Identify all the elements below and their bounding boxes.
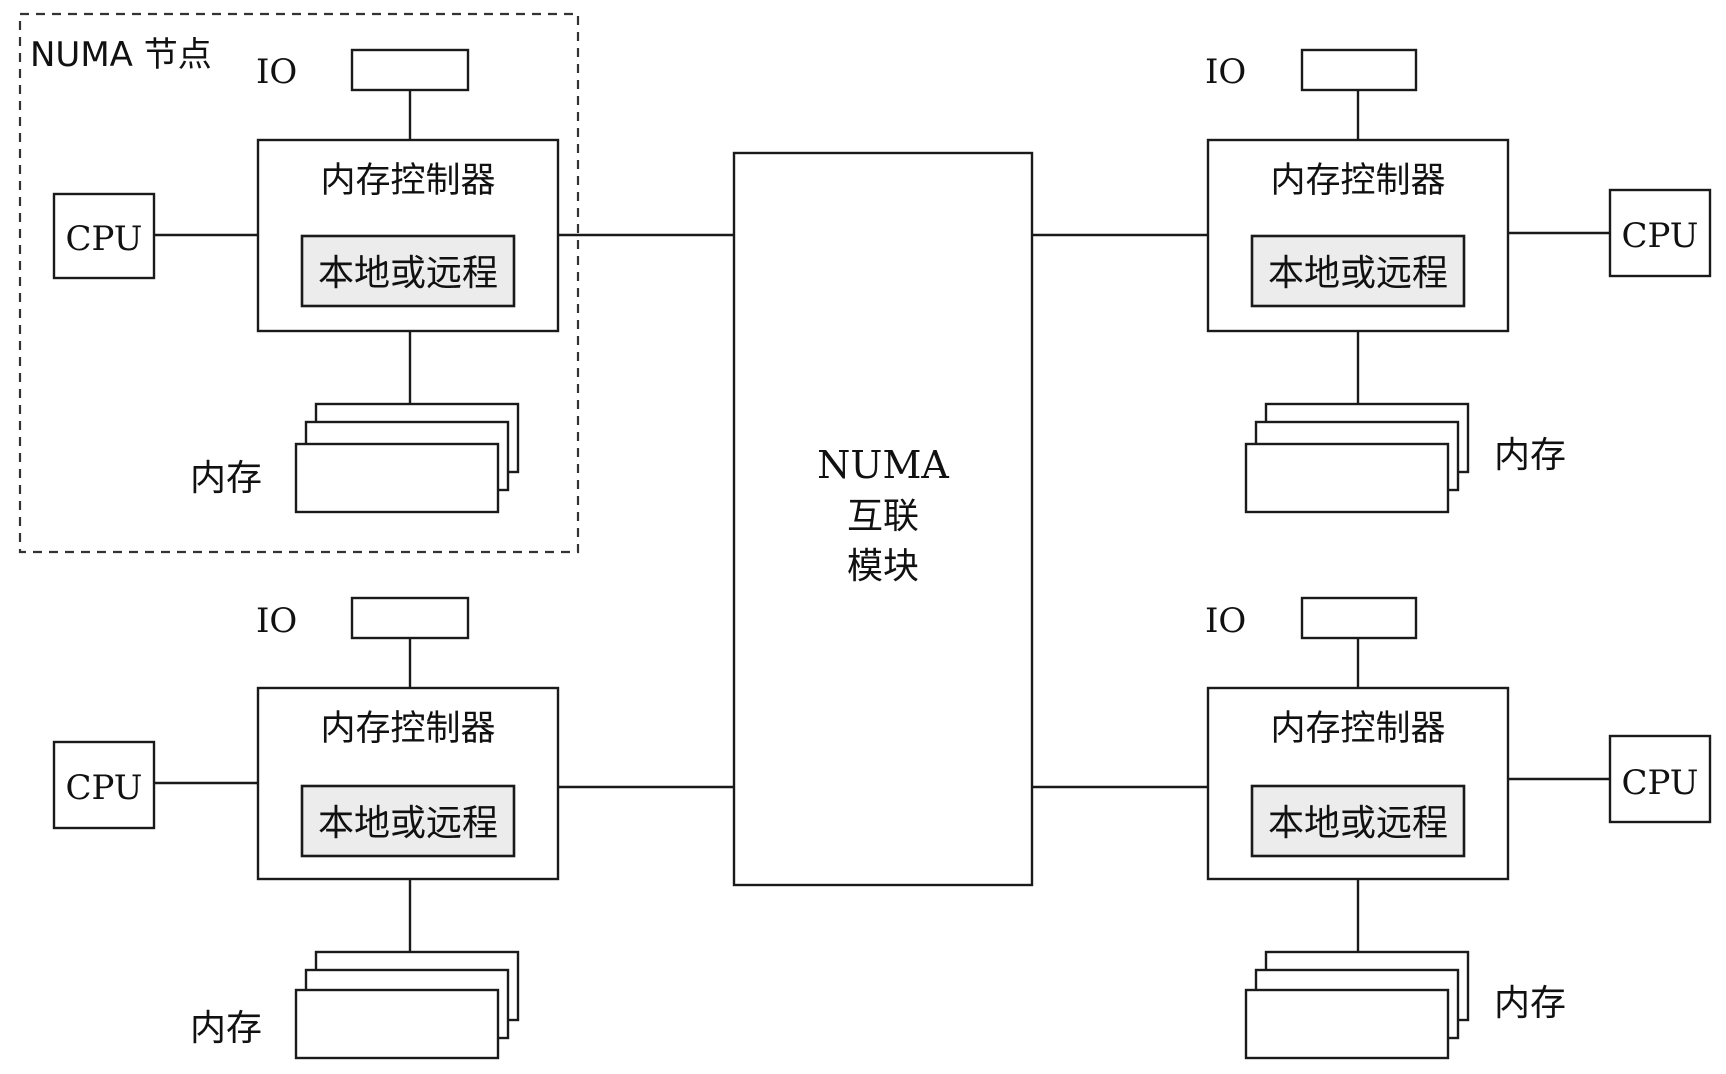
cpu-box (1608, 188, 1712, 278)
io-device-box (1300, 596, 1418, 640)
memory-label: 内存 (1494, 435, 1566, 476)
local-remote-box (300, 234, 516, 308)
cpu-box (1608, 734, 1712, 824)
numa-node-label: NUMA 节点 (30, 35, 212, 75)
numa-node-bottom-left: IO 内存控制器 本地或远程 CPU 内存 (52, 596, 734, 1060)
memory-controller-label: 内存控制器 (1270, 709, 1445, 749)
io-label: IO (1205, 601, 1246, 641)
memory-module-front (294, 442, 500, 514)
cpu-label: CPU (66, 768, 143, 808)
cpu-label: CPU (66, 219, 143, 259)
io-device-box (1300, 48, 1418, 92)
local-remote-box (300, 784, 516, 858)
numa-node-top-left: IO 内存控制器 本地或远程 CPU 内存 (52, 48, 734, 514)
io-label: IO (256, 601, 297, 641)
io-label: IO (1205, 52, 1246, 92)
local-remote-box (1250, 784, 1466, 858)
memory-controller-label: 内存控制器 (320, 709, 495, 749)
interconnect-label-line-3: 模块 (847, 546, 919, 587)
memory-module-front (1244, 442, 1450, 514)
local-remote-label: 本地或远程 (1268, 253, 1448, 294)
memory-module-front (1244, 988, 1450, 1060)
numa-interconnect-module (732, 151, 1034, 887)
cpu-box (52, 740, 156, 830)
io-device-box (350, 596, 470, 640)
memory-module-front (294, 988, 500, 1060)
local-remote-label: 本地或远程 (318, 803, 498, 844)
cpu-label: CPU (1622, 216, 1699, 256)
numa-node-top-right: IO 内存控制器 本地或远程 CPU 内存 (1032, 48, 1712, 514)
local-remote-box (1250, 234, 1466, 308)
interconnect-label-line-1: NUMA (817, 443, 949, 487)
cpu-box (52, 192, 156, 280)
local-remote-label: 本地或远程 (318, 253, 498, 294)
memory-controller-label: 内存控制器 (320, 161, 495, 201)
numa-node-boundary (18, 12, 580, 554)
numa-node-bottom-right: IO 内存控制器 本地或远程 CPU 内存 (1032, 596, 1712, 1060)
cpu-label: CPU (1622, 763, 1699, 803)
memory-label: 内存 (190, 1008, 262, 1049)
io-label: IO (256, 52, 297, 92)
interconnect-label-line-2: 互联 (847, 496, 919, 537)
io-device-box (350, 48, 470, 92)
local-remote-label: 本地或远程 (1268, 803, 1448, 844)
memory-label: 内存 (190, 458, 262, 499)
memory-label: 内存 (1494, 983, 1566, 1024)
memory-controller-label: 内存控制器 (1270, 161, 1445, 201)
